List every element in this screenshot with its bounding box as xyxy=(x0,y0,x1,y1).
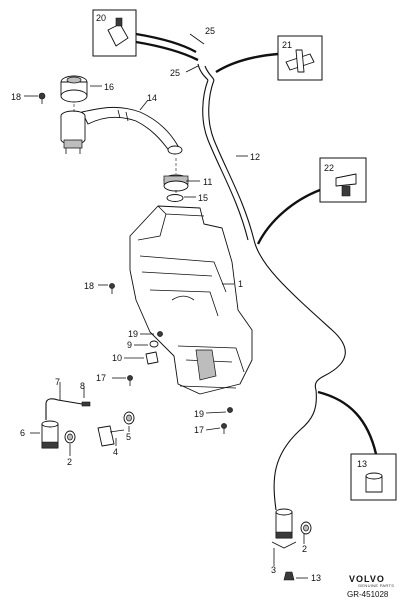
sensor-10 xyxy=(145,351,159,365)
grommet-5 xyxy=(123,411,135,425)
washer-pump-6 xyxy=(41,420,59,449)
callout-labels: 1 2 2 3 4 5 6 7 8 9 10 11 12 13 13 14 15… xyxy=(11,13,367,583)
callout-13-bottom: 13 xyxy=(311,573,321,583)
screw-19-lower xyxy=(227,407,233,413)
callout-19-upper: 19 xyxy=(128,329,138,339)
grommet-2-right xyxy=(300,521,312,535)
screw-17-lower xyxy=(221,423,227,434)
callout-11: 11 xyxy=(203,177,212,187)
grommet-2-left xyxy=(64,430,76,444)
leader-lines xyxy=(24,33,308,579)
inset-20-connector xyxy=(92,9,199,62)
callout-1: 1 xyxy=(238,279,243,289)
logo-subtitle: GENUINE PARTS xyxy=(358,583,394,588)
callout-16: 16 xyxy=(104,82,114,92)
callout-4: 4 xyxy=(113,447,118,457)
washer-hose-12 xyxy=(197,63,346,511)
callout-25-lower: 25 xyxy=(170,68,180,78)
inset-21-connector xyxy=(215,35,323,81)
washer-pump-3 xyxy=(271,508,297,549)
filler-neck-16-body xyxy=(60,110,86,154)
callout-2-left: 2 xyxy=(67,457,72,467)
callout-14: 14 xyxy=(147,93,157,103)
callout-25-upper: 25 xyxy=(205,26,215,36)
callout-13-inset: 13 xyxy=(357,459,367,469)
callout-2-right: 2 xyxy=(302,544,307,554)
washer-reservoir-1 xyxy=(129,205,253,395)
filler-cap-16 xyxy=(60,75,88,103)
pump-tube-7 xyxy=(45,398,83,420)
callout-20: 20 xyxy=(96,13,106,23)
connector-4 xyxy=(97,425,125,447)
filler-neck-hose-14 xyxy=(81,106,183,155)
callout-12: 12 xyxy=(250,152,260,162)
volvo-logo: VOLVO GENUINE PARTS xyxy=(349,574,394,588)
screw-18-lower xyxy=(109,283,115,294)
screw-17-left xyxy=(127,375,133,386)
callout-18-lower: 18 xyxy=(84,281,94,291)
inset-22-clip xyxy=(256,157,367,245)
callout-10: 10 xyxy=(112,353,122,363)
ring-15 xyxy=(166,194,184,202)
diagram-reference: GR-451028 xyxy=(347,590,389,599)
screw-18-upper xyxy=(38,92,46,104)
callout-6: 6 xyxy=(20,428,25,438)
callout-17-lower: 17 xyxy=(194,425,204,435)
seal-11 xyxy=(163,174,189,192)
callout-9: 9 xyxy=(127,340,132,350)
fastener-13-bottom xyxy=(283,571,295,581)
callout-17-left: 17 xyxy=(96,373,106,383)
sensor-grommet-9 xyxy=(149,340,159,348)
callout-7: 7 xyxy=(55,377,60,387)
callout-3: 3 xyxy=(271,565,276,575)
callout-22: 22 xyxy=(324,163,334,173)
callout-5: 5 xyxy=(126,432,131,442)
clip-8 xyxy=(81,401,91,407)
callout-19-lower: 19 xyxy=(194,409,204,419)
callout-15: 15 xyxy=(198,193,208,203)
callout-18-upper: 18 xyxy=(11,92,21,102)
inset-13-fitting xyxy=(317,390,397,501)
callout-8: 8 xyxy=(80,381,85,391)
callout-21: 21 xyxy=(282,40,292,50)
screw-19-upper xyxy=(157,331,163,337)
logo-brand: VOLVO xyxy=(349,574,385,584)
